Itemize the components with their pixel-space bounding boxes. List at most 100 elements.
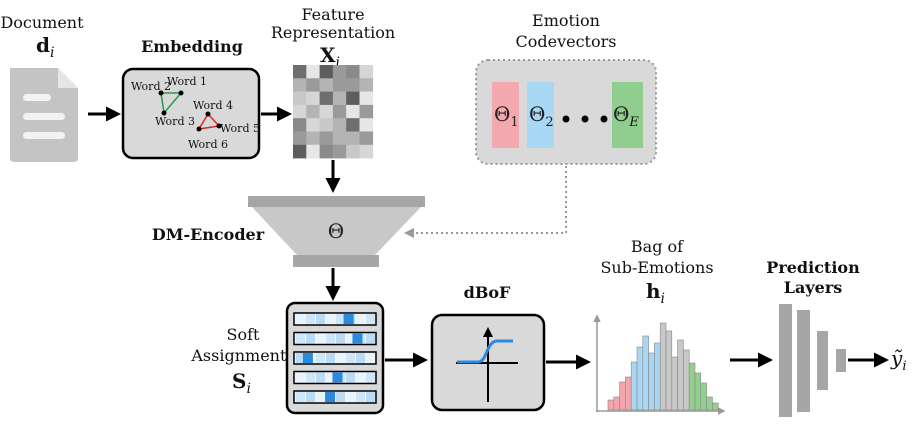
feature-cell: [306, 65, 320, 79]
activation-plot: [456, 327, 518, 402]
word-label: Word 1: [167, 75, 207, 88]
encoder-shape: [248, 196, 425, 267]
embedding-title: Embedding: [141, 37, 243, 56]
feature-cell: [319, 104, 334, 119]
histogram-bar: [630, 361, 638, 411]
feature-cell: [293, 65, 307, 79]
feature-cell: [359, 91, 374, 106]
bag-line1: Bag of: [631, 237, 684, 256]
codevector-2: [527, 82, 554, 148]
feature-cell: [306, 144, 320, 159]
feature-cell: [359, 65, 374, 79]
feature-cell: [346, 131, 360, 146]
feature-cell: [293, 91, 307, 106]
codevector-e: [612, 82, 643, 148]
feature-cell: [359, 144, 374, 159]
codevector-e-label: ΘE: [613, 102, 639, 130]
dbof-title: dBoF: [464, 283, 511, 302]
feature-cell: [359, 118, 374, 132]
codevectors-title-line2: Codevectors: [516, 32, 617, 51]
feature-symbol: Xi: [320, 43, 340, 71]
prediction-line1: Prediction: [766, 258, 860, 277]
feature-cell: [319, 91, 334, 106]
histogram-bar: [712, 402, 719, 411]
embedding-box: [121, 67, 261, 160]
feature-matrix: [293, 65, 374, 159]
bag-line2: Sub-Emotions: [600, 258, 713, 277]
encoder-symbol: Θ: [328, 219, 344, 243]
histogram-bar: [665, 330, 673, 411]
feature-cell: [293, 118, 307, 132]
feature-cell: [306, 131, 320, 146]
feature-cell: [332, 131, 347, 146]
feature-cell: [346, 144, 360, 159]
soft-assignment-row: [293, 370, 377, 385]
feature-cell: [332, 104, 347, 119]
bag-symbol: hi: [646, 279, 665, 307]
prediction-line2: Layers: [784, 278, 843, 297]
word-label: Word 2: [131, 80, 171, 93]
feature-cell: [319, 131, 334, 146]
feature-cell: [332, 65, 347, 79]
document-icon: [10, 68, 78, 162]
feature-cell: [306, 118, 320, 132]
feature-cell: [332, 144, 347, 159]
feature-cell: [306, 91, 320, 106]
histogram-bar: [642, 335, 649, 411]
codevectors-title-line1: Emotion: [532, 11, 600, 30]
histogram-bar: [694, 372, 702, 411]
feature-cell: [306, 104, 320, 119]
soft-symbol: Si: [232, 369, 251, 397]
soft-line1: Soft: [227, 325, 261, 344]
feature-cell: [293, 104, 307, 119]
feature-cell: [319, 118, 334, 132]
histogram-bar: [648, 352, 655, 411]
histogram-bar: [677, 339, 684, 411]
feature-cell: [306, 78, 320, 92]
soft-assignment-row: [293, 312, 377, 326]
histogram-bar: [619, 381, 626, 411]
histogram-bar: [654, 342, 661, 411]
feature-cell: [346, 104, 360, 119]
feature-cell: [346, 91, 360, 106]
feature-cell: [319, 65, 334, 79]
feature-title-line2: Representation: [271, 23, 395, 42]
soft-assignment-row: [293, 390, 377, 404]
histogram-bar: [636, 346, 644, 411]
soft-assignment-row: [293, 331, 377, 346]
word-label: Word 4: [193, 99, 233, 112]
feature-cell: [319, 78, 334, 92]
histogram-bar: [659, 322, 667, 411]
feature-cell: [359, 131, 374, 146]
feature-cell: [346, 78, 360, 92]
soft-rows: [293, 312, 377, 404]
arrow-codevectors-encoder: [404, 166, 567, 238]
soft-assignment-row: [293, 351, 377, 365]
feature-cell: [359, 78, 374, 92]
word-label: Word 3: [155, 115, 195, 128]
encoder-title: DM-Encoder: [152, 225, 265, 244]
ellipsis-dots: [562, 115, 608, 123]
feature-cell: [293, 144, 307, 159]
histogram-bar: [607, 399, 615, 411]
feature-cell: [332, 78, 347, 92]
codevector-1-label: Θ1: [494, 102, 519, 130]
histogram-bar: [700, 382, 707, 411]
feature-cell: [319, 144, 334, 159]
feature-cell: [293, 131, 307, 146]
prediction-layers: [779, 304, 846, 417]
document-symbol: di: [36, 33, 54, 61]
feature-cell: [346, 65, 360, 79]
histogram-bar: [625, 376, 632, 411]
histogram-bar: [671, 356, 678, 411]
histogram-bar: [688, 362, 696, 411]
histogram-bar: [683, 349, 690, 411]
soft-line2: Assignments: [190, 346, 294, 365]
histogram-bar: [706, 396, 713, 411]
word-label: Word 6: [188, 138, 228, 151]
feature-cell: [293, 78, 307, 92]
codevector-2-label: Θ2: [529, 102, 554, 130]
histogram-bar: [613, 396, 620, 411]
feature-cell: [346, 118, 360, 132]
codevectors-box: [475, 59, 657, 165]
